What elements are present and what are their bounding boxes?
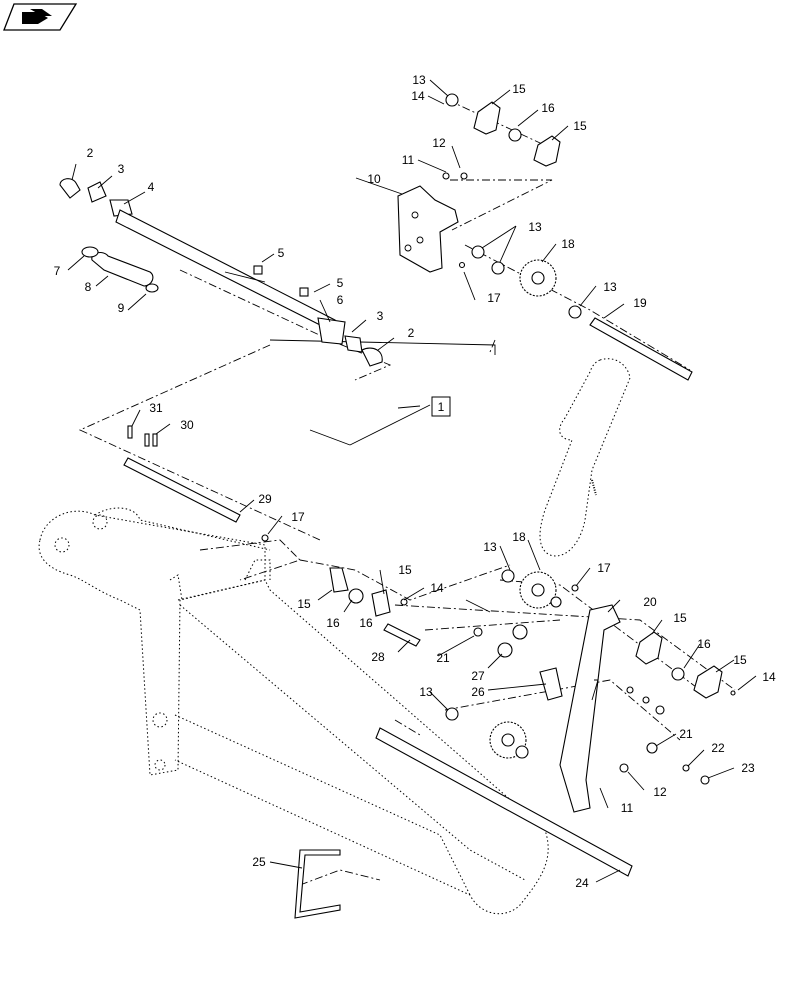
callout-28[interactable]: 28 (371, 650, 385, 664)
callout-16[interactable]: 16 (359, 616, 373, 630)
callout-29[interactable]: 29 (258, 492, 272, 506)
callout-3[interactable]: 3 (118, 162, 125, 176)
frame-arm (38, 507, 549, 915)
callout-18[interactable]: 18 (512, 530, 526, 544)
callout-17[interactable]: 17 (487, 291, 501, 305)
callout-14[interactable]: 14 (762, 670, 776, 684)
callout-13[interactable]: 13 (419, 685, 433, 699)
callout-23[interactable]: 23 (741, 761, 755, 775)
callout-13[interactable]: 13 (412, 73, 426, 87)
callout-31[interactable]: 31 (149, 401, 163, 415)
leader-lines (67, 79, 757, 883)
callout-14[interactable]: 14 (430, 581, 444, 595)
callout-21[interactable]: 21 (679, 727, 693, 741)
callout-15[interactable]: 15 (398, 563, 412, 577)
callout-5[interactable]: 5 (278, 246, 285, 260)
callout-labels: 2 2 3 3 4 5 5 6 7 8 9 10 11 11 12 12 13 … (54, 73, 776, 890)
callout-4[interactable]: 4 (148, 180, 155, 194)
callout-26[interactable]: 26 (471, 685, 485, 699)
callout-24[interactable]: 24 (575, 876, 589, 890)
previous-page-arrow-icon[interactable] (3, 3, 78, 31)
callout-15[interactable]: 15 (512, 82, 526, 96)
callout-20[interactable]: 20 (643, 595, 657, 609)
callout-16[interactable]: 16 (326, 616, 340, 630)
callout-2[interactable]: 2 (408, 326, 415, 340)
callout-13[interactable]: 13 (483, 540, 497, 554)
drive-shaft-assembly (59, 178, 383, 367)
handle-outline (539, 358, 631, 557)
callout-15[interactable]: 15 (733, 653, 747, 667)
callout-12[interactable]: 12 (653, 785, 667, 799)
callout-11[interactable]: 11 (402, 153, 415, 167)
assembly-outline-1 (269, 339, 496, 446)
callout-15[interactable]: 15 (297, 597, 311, 611)
callout-14[interactable]: 14 (411, 89, 425, 103)
callout-1-box[interactable]: 1 (431, 396, 451, 417)
callout-16[interactable]: 16 (697, 637, 711, 651)
callout-9[interactable]: 9 (118, 301, 125, 315)
callout-30[interactable]: 30 (180, 418, 194, 432)
callout-13[interactable]: 13 (603, 280, 617, 294)
callout-25[interactable]: 25 (252, 855, 266, 869)
callout-8[interactable]: 8 (85, 280, 92, 294)
callout-22[interactable]: 22 (711, 741, 725, 755)
callout-11[interactable]: 11 (621, 801, 634, 815)
callout-21[interactable]: 21 (436, 651, 450, 665)
callout-2[interactable]: 2 (87, 146, 94, 160)
callout-15[interactable]: 15 (573, 119, 587, 133)
callout-5[interactable]: 5 (337, 276, 344, 290)
rod-and-pins (123, 425, 269, 542)
callout-10[interactable]: 10 (367, 172, 381, 186)
callout-7[interactable]: 7 (54, 264, 61, 278)
callout-16[interactable]: 16 (541, 101, 555, 115)
callout-27[interactable]: 27 (471, 669, 485, 683)
callout-12[interactable]: 12 (432, 136, 446, 150)
callout-17[interactable]: 17 (291, 510, 305, 524)
callout-15[interactable]: 15 (673, 611, 687, 625)
callout-17[interactable]: 17 (597, 561, 611, 575)
callout-13[interactable]: 13 (528, 220, 542, 234)
lever-assembly (294, 567, 736, 919)
callout-1: 1 (438, 400, 445, 414)
callout-18[interactable]: 18 (561, 237, 575, 251)
callout-19[interactable]: 19 (633, 296, 647, 310)
upper-bracket-assembly (397, 93, 693, 381)
callout-6[interactable]: 6 (337, 293, 344, 307)
callout-3[interactable]: 3 (377, 309, 384, 323)
